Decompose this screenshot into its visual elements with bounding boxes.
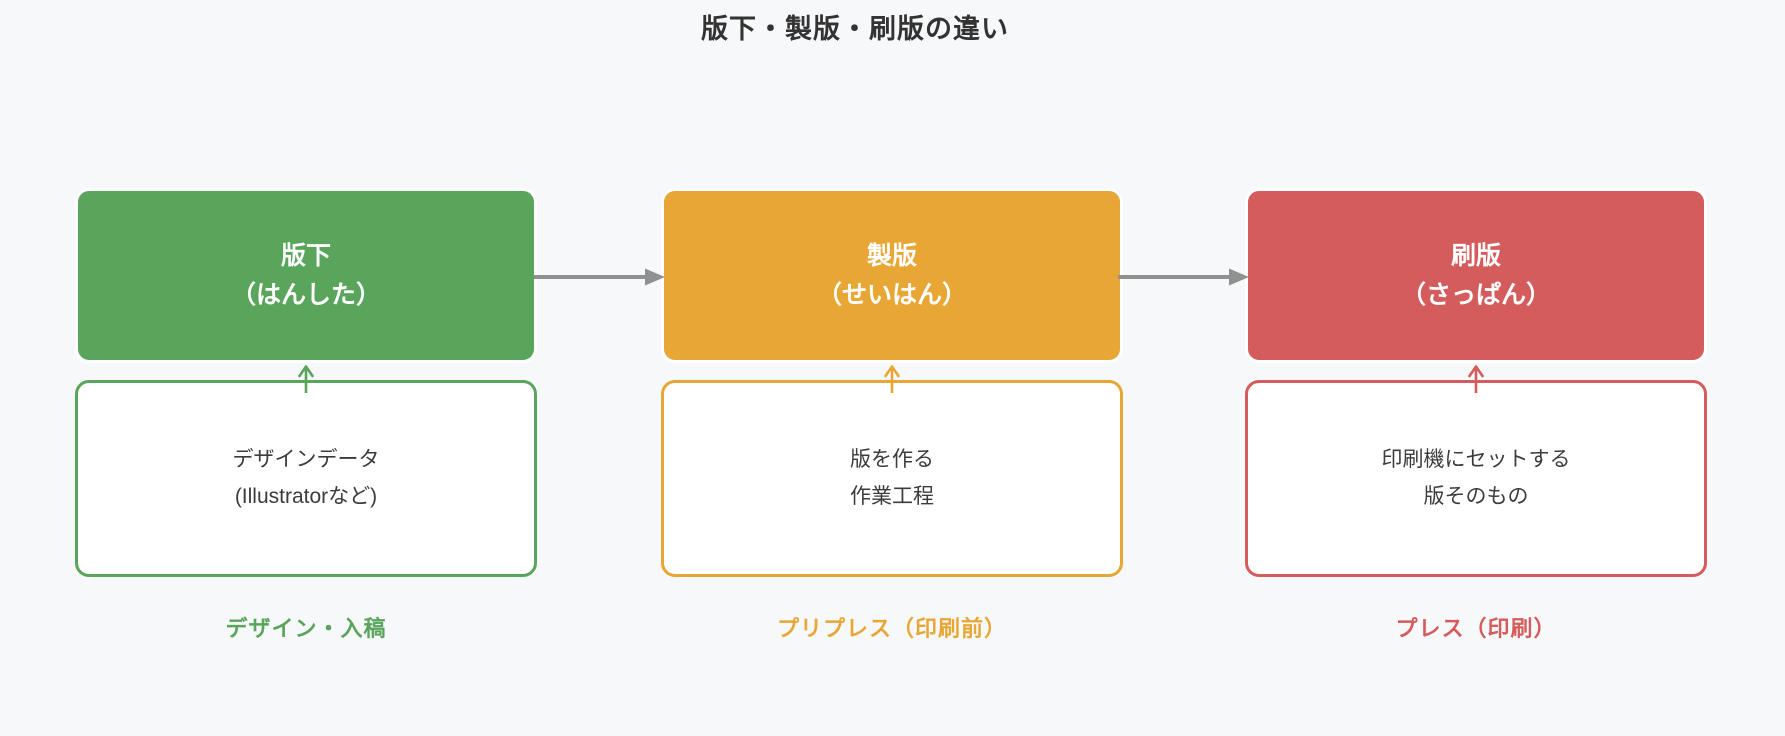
desc-line: 作業工程 <box>850 484 934 508</box>
stage-label-prepress: プリプレス（印刷前） <box>776 616 1007 641</box>
process-name: 刷版 <box>1450 241 1501 270</box>
process-name: 製版 <box>866 241 917 270</box>
process-reading: （せいはん） <box>816 280 967 309</box>
column-hanshita: 版下 （はんした） デザインデータ (Illustratorなど) デザイン・入… <box>75 188 537 668</box>
arrow-up-icon <box>1468 365 1484 393</box>
arrow-up-icon <box>298 365 314 393</box>
stage-label-design: デザイン・入稿 <box>225 616 387 641</box>
desc-line: (Illustratorなど) <box>234 484 378 508</box>
desc-box-hanshita: デザインデータ (Illustratorなど) <box>75 380 537 577</box>
process-box-seihan: 製版 （せいはん） <box>661 188 1123 363</box>
desc-box-sappan: 印刷機にセットする 版そのもの <box>1245 380 1707 577</box>
process-reading: （さっぱん） <box>1400 280 1551 309</box>
process-reading: （はんした） <box>230 280 381 309</box>
process-name: 版下 <box>280 241 331 270</box>
desc-line: デザインデータ <box>232 447 380 471</box>
page-title: 版下・製版・刷版の違い <box>701 14 1009 44</box>
desc-box-seihan: 版を作る 作業工程 <box>661 380 1123 577</box>
desc-line: 印刷機にセットする <box>1381 447 1571 471</box>
flow-arrow-right-icon <box>534 268 665 286</box>
column-sappan: 刷版 （さっぱん） 印刷機にセットする 版そのもの プレス（印刷） <box>1245 188 1707 668</box>
column-seihan: 製版 （せいはん） 版を作る 作業工程 プリプレス（印刷前） <box>661 188 1123 668</box>
flow-arrow-right-icon <box>1118 268 1249 286</box>
process-box-sappan: 刷版 （さっぱん） <box>1245 188 1707 363</box>
desc-line: 版そのもの <box>1423 484 1529 508</box>
arrow-up-icon <box>884 365 900 393</box>
stage-label-press: プレス（印刷） <box>1395 616 1557 641</box>
process-box-hanshita: 版下 （はんした） <box>75 188 537 363</box>
desc-line: 版を作る <box>850 447 934 471</box>
